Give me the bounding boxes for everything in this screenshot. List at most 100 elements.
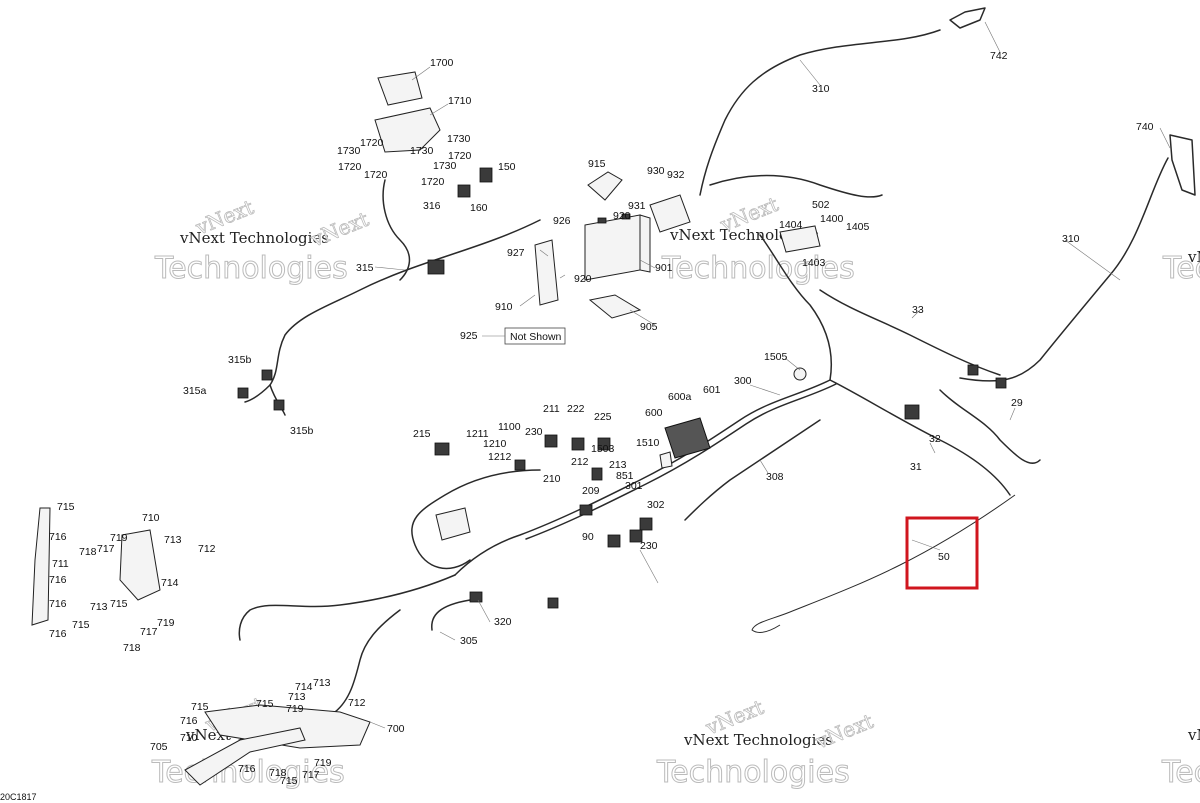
- part-label[interactable]: 315b: [228, 354, 252, 366]
- part-label[interactable]: 1400: [820, 213, 844, 225]
- part-label[interactable]: 716: [49, 574, 67, 586]
- part-label[interactable]: 1730: [447, 133, 471, 145]
- part-label[interactable]: 212: [571, 456, 589, 468]
- part-label[interactable]: 915: [588, 158, 606, 170]
- part-label[interactable]: 718: [123, 642, 141, 654]
- part-label[interactable]: 715: [110, 598, 128, 610]
- part-label[interactable]: 1730: [337, 145, 361, 157]
- part-label[interactable]: 713: [90, 601, 108, 613]
- part-label[interactable]: 718: [269, 767, 287, 779]
- part-label[interactable]: 600a: [668, 391, 692, 403]
- part-label[interactable]: 210: [543, 473, 561, 485]
- part-label[interactable]: 920: [574, 273, 592, 285]
- part-label[interactable]: 717: [97, 543, 115, 555]
- part-label[interactable]: 700: [387, 723, 405, 735]
- part-label[interactable]: 932: [667, 169, 685, 181]
- part-label[interactable]: 931: [628, 200, 646, 212]
- part-label[interactable]: 851: [616, 470, 634, 482]
- part-label[interactable]: 31: [910, 461, 922, 473]
- part-label[interactable]: 710: [180, 732, 198, 744]
- part-label[interactable]: 300: [734, 375, 752, 387]
- part-label[interactable]: 905: [640, 321, 658, 333]
- part-label[interactable]: 719: [110, 532, 128, 544]
- part-label[interactable]: 310: [1062, 233, 1080, 245]
- part-label[interactable]: 308: [766, 471, 784, 483]
- part-label[interactable]: 920: [613, 210, 631, 222]
- part-label[interactable]: 1212: [488, 451, 512, 463]
- part-label[interactable]: 315a: [183, 385, 207, 397]
- part-label[interactable]: 712: [348, 697, 366, 709]
- part-label[interactable]: 1720: [338, 161, 362, 173]
- part-label[interactable]: 719: [286, 703, 304, 715]
- part-label[interactable]: 302: [647, 499, 665, 511]
- part-label[interactable]: 230: [640, 540, 658, 552]
- part-label[interactable]: 1505: [764, 351, 788, 363]
- part-label[interactable]: 1720: [360, 137, 384, 149]
- part-label[interactable]: 32: [929, 433, 941, 445]
- part-label[interactable]: 718: [79, 546, 97, 558]
- part-label[interactable]: 310: [812, 83, 830, 95]
- part-label[interactable]: 90: [582, 531, 594, 543]
- part-label[interactable]: 740: [1136, 121, 1154, 133]
- part-label[interactable]: 1404: [779, 219, 803, 231]
- part-label[interactable]: 714: [161, 577, 179, 589]
- part-label[interactable]: 719: [157, 617, 175, 629]
- part-label[interactable]: 901: [655, 262, 673, 274]
- part-label[interactable]: 160: [470, 202, 488, 214]
- part-label[interactable]: 315: [356, 262, 374, 274]
- part-label[interactable]: 150: [498, 161, 516, 173]
- part-label[interactable]: 1700: [430, 57, 454, 69]
- part-label[interactable]: 225: [594, 411, 612, 423]
- part-label[interactable]: 213: [609, 459, 627, 471]
- part-label[interactable]: 320: [494, 616, 512, 628]
- part-label[interactable]: 1710: [448, 95, 472, 107]
- part-label[interactable]: 209: [582, 485, 600, 497]
- part-label[interactable]: 742: [990, 50, 1008, 62]
- part-label[interactable]: 715: [256, 698, 274, 710]
- part-label[interactable]: 1720: [448, 150, 472, 162]
- part-label[interactable]: 910: [495, 301, 513, 313]
- part-label-925[interactable]: 925: [460, 330, 478, 342]
- part-label[interactable]: 713: [164, 534, 182, 546]
- part-label[interactable]: 222: [567, 403, 585, 415]
- part-label[interactable]: 716: [49, 531, 67, 543]
- part-label[interactable]: 1730: [410, 145, 434, 157]
- part-label[interactable]: 1720: [364, 169, 388, 181]
- part-label[interactable]: 711: [52, 558, 69, 570]
- part-label[interactable]: 715: [191, 701, 209, 713]
- part-label[interactable]: 1405: [846, 221, 870, 233]
- part-label[interactable]: 717: [140, 626, 158, 638]
- part-label[interactable]: 710: [142, 512, 160, 524]
- part-label[interactable]: 1211: [466, 428, 489, 440]
- part-label[interactable]: 1720: [421, 176, 445, 188]
- part-label[interactable]: 1100: [498, 421, 521, 433]
- part-label[interactable]: 1510: [636, 437, 660, 449]
- part-label[interactable]: 713: [313, 677, 331, 689]
- highlight-box-part-50[interactable]: [905, 516, 979, 590]
- part-label[interactable]: 1730: [433, 160, 457, 172]
- part-label[interactable]: 230: [525, 426, 543, 438]
- part-label[interactable]: 713: [288, 691, 306, 703]
- part-label[interactable]: 305: [460, 635, 478, 647]
- part-label[interactable]: 716: [49, 628, 67, 640]
- part-label[interactable]: 717: [302, 769, 320, 781]
- part-label[interactable]: 715: [280, 775, 298, 787]
- part-label[interactable]: 315b: [290, 425, 314, 437]
- part-label[interactable]: 1503: [591, 443, 615, 455]
- part-label[interactable]: 502: [812, 199, 830, 211]
- part-label[interactable]: 715: [57, 501, 75, 513]
- part-label[interactable]: 600: [645, 407, 663, 419]
- part-label[interactable]: 211: [543, 403, 560, 415]
- part-label[interactable]: 301: [625, 480, 643, 492]
- part-label[interactable]: 926: [553, 215, 571, 227]
- part-label[interactable]: 1403: [802, 257, 826, 269]
- part-label[interactable]: 316: [423, 200, 441, 212]
- part-label[interactable]: 927: [507, 247, 525, 259]
- part-label[interactable]: 716: [238, 763, 256, 775]
- part-label[interactable]: 29: [1011, 397, 1023, 409]
- part-label[interactable]: 716: [180, 715, 198, 727]
- part-label[interactable]: 215: [413, 428, 431, 440]
- part-label[interactable]: 716: [49, 598, 67, 610]
- part-label[interactable]: 719: [314, 757, 332, 769]
- part-label[interactable]: 712: [198, 543, 216, 555]
